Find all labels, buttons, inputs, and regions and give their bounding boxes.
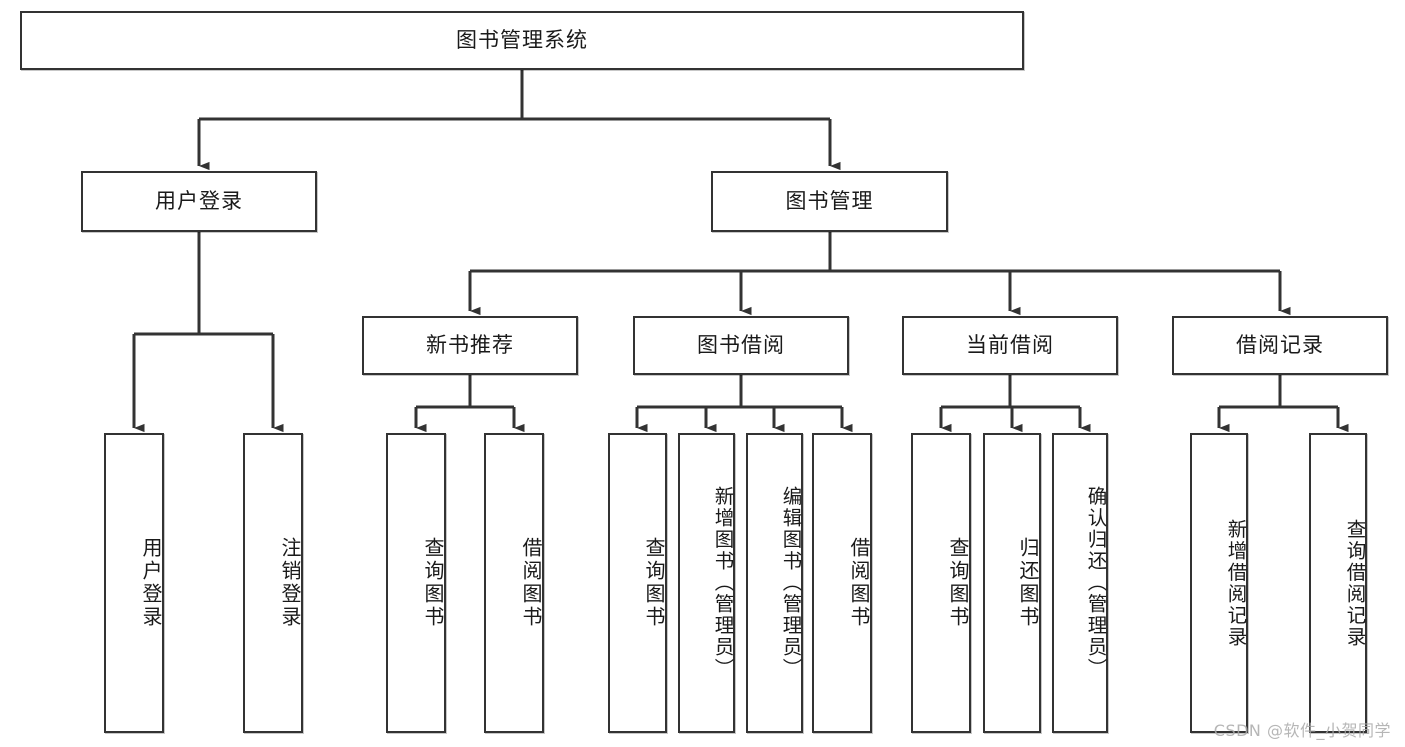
leaf-borrow-book-recommend[interactable]: 借阅图书	[484, 433, 544, 733]
node-borrow-record[interactable]: 借阅记录	[1172, 316, 1388, 375]
leaf-add-borrow-record[interactable]: 新增借阅记录	[1190, 433, 1248, 733]
leaf-query-book-current-label: 查询图书	[946, 537, 970, 629]
node-new-book-recommend-label: 新书推荐	[426, 332, 514, 357]
node-root[interactable]: 图书管理系统	[20, 11, 1024, 70]
node-book-management-label: 图书管理	[785, 188, 874, 213]
leaf-add-book-admin[interactable]: 新增图书（管理员）	[678, 433, 735, 733]
leaf-return-book[interactable]: 归还图书	[983, 433, 1041, 733]
node-book-borrow[interactable]: 图书借阅	[633, 316, 849, 375]
leaf-logout-label: 注销登录	[278, 537, 302, 629]
leaf-borrow-book[interactable]: 借阅图书	[812, 433, 872, 733]
leaf-edit-book-admin[interactable]: 编辑图书（管理员）	[746, 433, 803, 733]
leaf-query-borrow-record-label: 查询借阅记录	[1343, 518, 1366, 648]
node-book-management[interactable]: 图书管理	[711, 171, 948, 232]
leaf-query-book-borrow-label: 查询图书	[642, 537, 666, 629]
leaf-borrow-book-recommend-label: 借阅图书	[519, 537, 543, 629]
leaf-query-book-recommend[interactable]: 查询图书	[386, 433, 446, 733]
leaf-return-book-label: 归还图书	[1016, 537, 1040, 629]
node-root-label: 图书管理系统	[456, 27, 588, 52]
leaf-borrow-book-label: 借阅图书	[847, 537, 871, 629]
leaf-query-book-borrow[interactable]: 查询图书	[608, 433, 667, 733]
leaf-confirm-return-admin-label: 确认归还（管理员）	[1084, 486, 1107, 680]
watermark: CSDN @软件_小贺同学	[1213, 721, 1391, 740]
node-user-login[interactable]: 用户登录	[81, 171, 317, 232]
node-user-login-label: 用户登录	[155, 188, 243, 213]
leaf-add-borrow-record-label: 新增借阅记录	[1224, 518, 1247, 648]
node-book-borrow-label: 图书借阅	[697, 332, 785, 357]
leaf-query-book-recommend-label: 查询图书	[421, 537, 445, 629]
leaf-logout[interactable]: 注销登录	[243, 433, 303, 733]
leaf-user-login[interactable]: 用户登录	[104, 433, 164, 733]
node-new-book-recommend[interactable]: 新书推荐	[362, 316, 578, 375]
leaf-add-book-admin-label: 新增图书（管理员）	[711, 486, 734, 680]
node-current-borrow-label: 当前借阅	[966, 332, 1054, 357]
leaf-edit-book-admin-label: 编辑图书（管理员）	[779, 486, 802, 680]
node-borrow-record-label: 借阅记录	[1236, 332, 1324, 357]
leaf-query-book-current[interactable]: 查询图书	[911, 433, 971, 733]
leaf-query-borrow-record[interactable]: 查询借阅记录	[1309, 433, 1367, 733]
leaf-user-login-label: 用户登录	[139, 537, 163, 629]
node-current-borrow[interactable]: 当前借阅	[902, 316, 1118, 375]
leaf-confirm-return-admin[interactable]: 确认归还（管理员）	[1052, 433, 1108, 733]
